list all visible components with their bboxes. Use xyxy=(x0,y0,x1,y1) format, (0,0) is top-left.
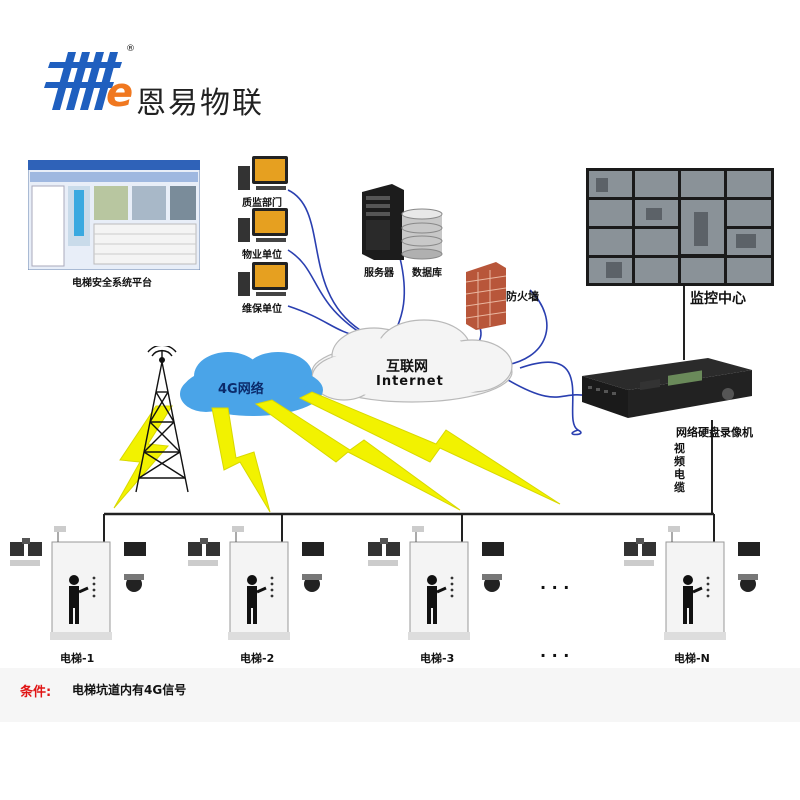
nvr-icon xyxy=(582,358,752,418)
video-cable-label: 视频电缆 xyxy=(674,442,685,494)
firewall-icon xyxy=(466,262,506,330)
ellipsis-lower: · · · xyxy=(540,646,570,665)
firewall-label: 防火墙 xyxy=(506,290,539,303)
lightning-bolt xyxy=(298,391,561,505)
nvr-label: 网络硬盘录像机 xyxy=(676,426,753,439)
server-icon xyxy=(362,184,404,260)
cloud-4g-icon xyxy=(180,352,323,416)
elevator-label-n: 电梯-N xyxy=(674,652,710,665)
server-label: 服务器 xyxy=(364,268,394,279)
lightning-bolt xyxy=(211,407,271,513)
internet-label-en: Internet xyxy=(376,374,444,389)
condition-key: 条件: xyxy=(20,685,52,700)
elevator-unit-1 xyxy=(10,526,146,640)
link-property xyxy=(287,249,363,335)
camera-icon xyxy=(738,574,758,592)
svg-text:e: e xyxy=(106,70,133,116)
registered-mark: ® xyxy=(126,44,135,54)
sensor-icon xyxy=(124,542,146,556)
tower-icon xyxy=(135,346,189,493)
platform-label: 电梯安全系统平台 xyxy=(72,278,152,289)
internet-label-cn: 互联网 xyxy=(386,359,428,375)
platform-screenshot-icon xyxy=(28,160,200,270)
sensor-icon xyxy=(368,538,400,556)
elevator-unit-2 xyxy=(188,526,324,640)
monitor-center-label: 监控中心 xyxy=(690,291,746,307)
lightning-bolt xyxy=(254,399,461,511)
link-nvr xyxy=(507,379,589,398)
sensor-icon xyxy=(482,542,504,556)
sensor-icon xyxy=(10,538,42,556)
link-firewall-right xyxy=(499,289,548,367)
condition-text: 电梯坑道内有4G信号 xyxy=(72,683,187,697)
database-label: 数据库 xyxy=(412,268,442,279)
sensor-icon xyxy=(738,542,760,556)
elevator-label-1: 电梯-1 xyxy=(60,652,95,665)
sensor-icon xyxy=(302,542,324,556)
camera-icon xyxy=(124,574,144,592)
database-icon xyxy=(401,208,443,260)
brand-name: 恩易物联 xyxy=(136,86,264,121)
monitor-icon xyxy=(238,208,288,242)
sensor-icon xyxy=(188,538,220,556)
cloud-icon xyxy=(311,319,513,403)
monitor-icon xyxy=(238,262,288,296)
link-nvr-2 xyxy=(519,361,582,436)
video-wall-icon xyxy=(586,168,774,286)
ellipsis-upper: · · · xyxy=(540,578,570,597)
elevator-unit-n xyxy=(624,526,760,640)
client-label-3: 维保单位 xyxy=(242,304,282,315)
camera-icon xyxy=(302,574,322,592)
logo-icon: e xyxy=(44,52,133,116)
monitor-icon xyxy=(238,156,288,190)
client-label-2: 物业单位 xyxy=(242,250,282,261)
sensor-icon xyxy=(624,538,656,556)
condition-banner xyxy=(0,668,800,722)
client-label-1: 质监部门 xyxy=(242,198,282,209)
link-quality-dept xyxy=(287,189,361,331)
elevator-label-2: 电梯-2 xyxy=(240,652,275,665)
network-4g-label: 4G网络 xyxy=(218,382,264,397)
elevator-label-3: 电梯-3 xyxy=(420,652,455,665)
elevator-unit-3 xyxy=(368,526,504,640)
camera-icon xyxy=(482,574,502,592)
